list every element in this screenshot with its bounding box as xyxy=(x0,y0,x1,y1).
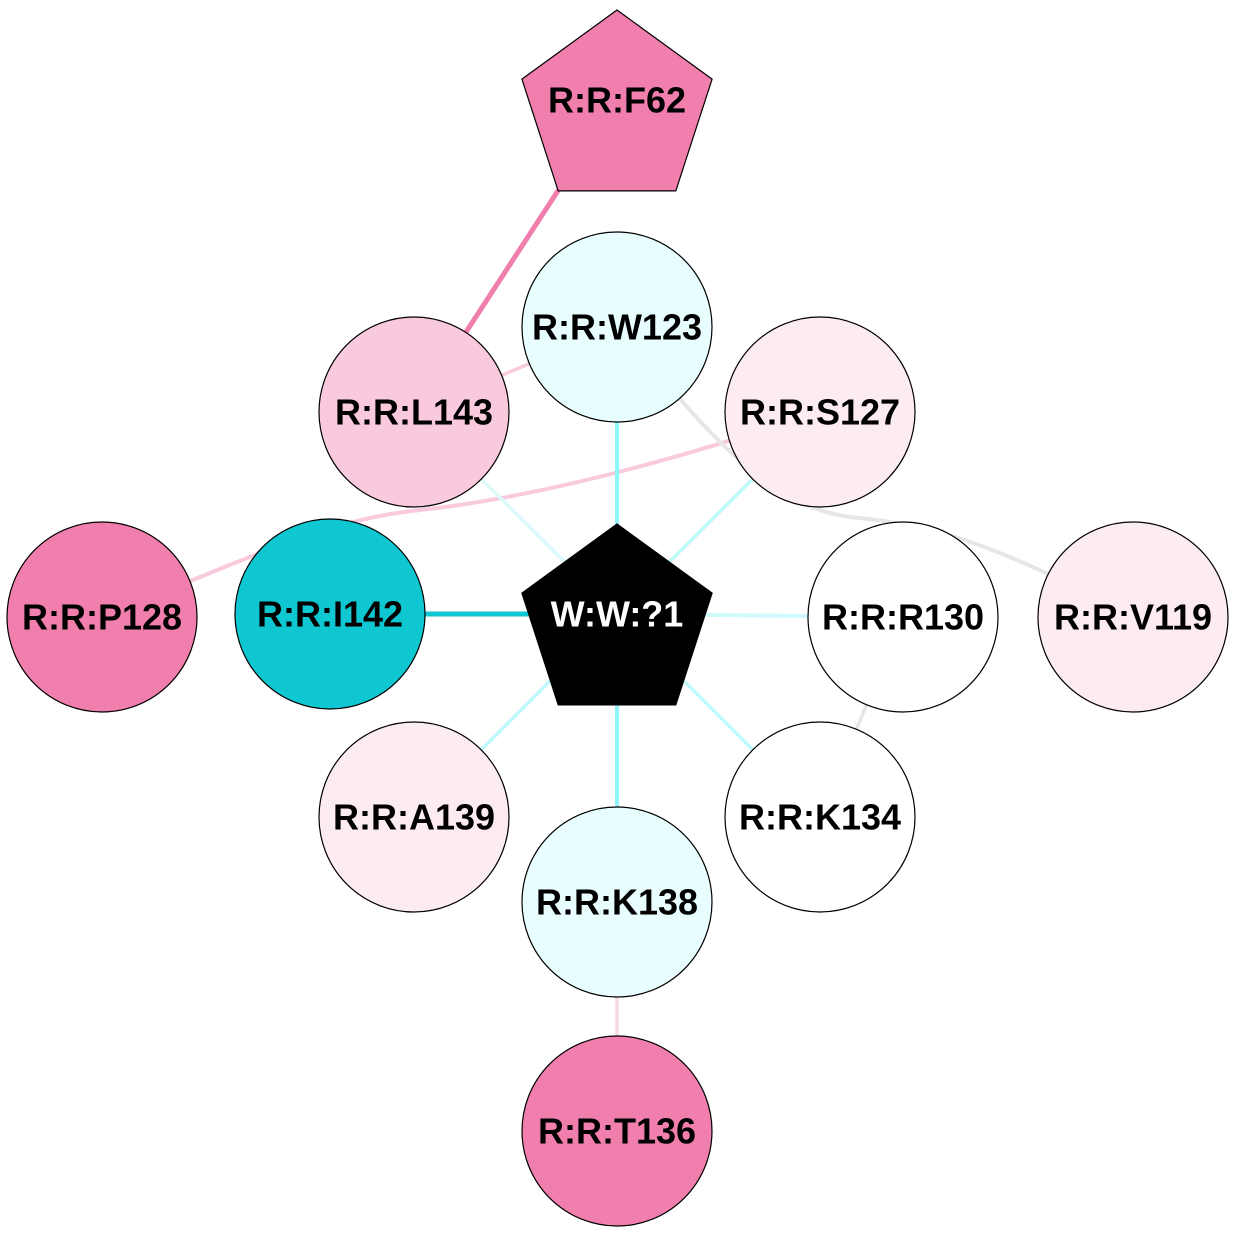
node-a139[interactable]: R:R:A139 xyxy=(318,721,510,913)
node-label-k134: R:R:K134 xyxy=(739,797,901,838)
node-t136[interactable]: R:R:T136 xyxy=(521,1035,713,1227)
edge-w123-v119 xyxy=(615,325,1134,619)
node-shape-v119 xyxy=(1037,521,1229,713)
node-label-v119: R:R:V119 xyxy=(1054,597,1212,638)
node-label-f62: R:R:F62 xyxy=(548,80,686,121)
node-shape-w1 xyxy=(521,523,713,706)
node-label-w123: R:R:W123 xyxy=(532,307,702,348)
node-shape-t136 xyxy=(521,1035,713,1227)
node-label-p128: R:R:P128 xyxy=(22,597,182,638)
node-label-i142: R:R:I142 xyxy=(257,594,403,635)
node-k138[interactable]: R:R:K138 xyxy=(521,806,713,998)
node-s127[interactable]: R:R:S127 xyxy=(724,316,916,508)
node-p128[interactable]: R:R:P128 xyxy=(6,521,198,713)
node-r130[interactable]: R:R:R130 xyxy=(807,521,999,713)
node-shape-f62 xyxy=(521,9,713,192)
node-w1[interactable]: W:W:?1 xyxy=(521,523,713,706)
node-label-t136: R:R:T136 xyxy=(538,1111,696,1152)
node-label-s127: R:R:S127 xyxy=(740,392,900,433)
node-shape-i142 xyxy=(234,518,426,710)
node-label-a139: R:R:A139 xyxy=(333,797,495,838)
node-shape-p128 xyxy=(6,521,198,713)
node-w123[interactable]: R:R:W123 xyxy=(521,231,713,423)
node-shape-s127 xyxy=(724,316,916,508)
node-l143[interactable]: R:R:L143 xyxy=(318,316,510,508)
node-shape-r130 xyxy=(807,521,999,713)
node-k134[interactable]: R:R:K134 xyxy=(724,721,916,913)
node-shape-k138 xyxy=(521,806,713,998)
node-label-w1: W:W:?1 xyxy=(551,594,684,635)
node-v119[interactable]: R:R:V119 xyxy=(1037,521,1229,713)
node-label-l143: R:R:L143 xyxy=(335,392,493,433)
node-shape-l143 xyxy=(318,316,510,508)
node-shape-a139 xyxy=(318,721,510,913)
edge-s127-p128 xyxy=(101,410,821,619)
node-label-k138: R:R:K138 xyxy=(536,882,698,923)
node-i142[interactable]: R:R:I142 xyxy=(234,518,426,710)
node-label-r130: R:R:R130 xyxy=(822,597,984,638)
node-shape-w123 xyxy=(521,231,713,423)
node-f62[interactable]: R:R:F62 xyxy=(521,9,713,192)
node-shape-k134 xyxy=(724,721,916,913)
